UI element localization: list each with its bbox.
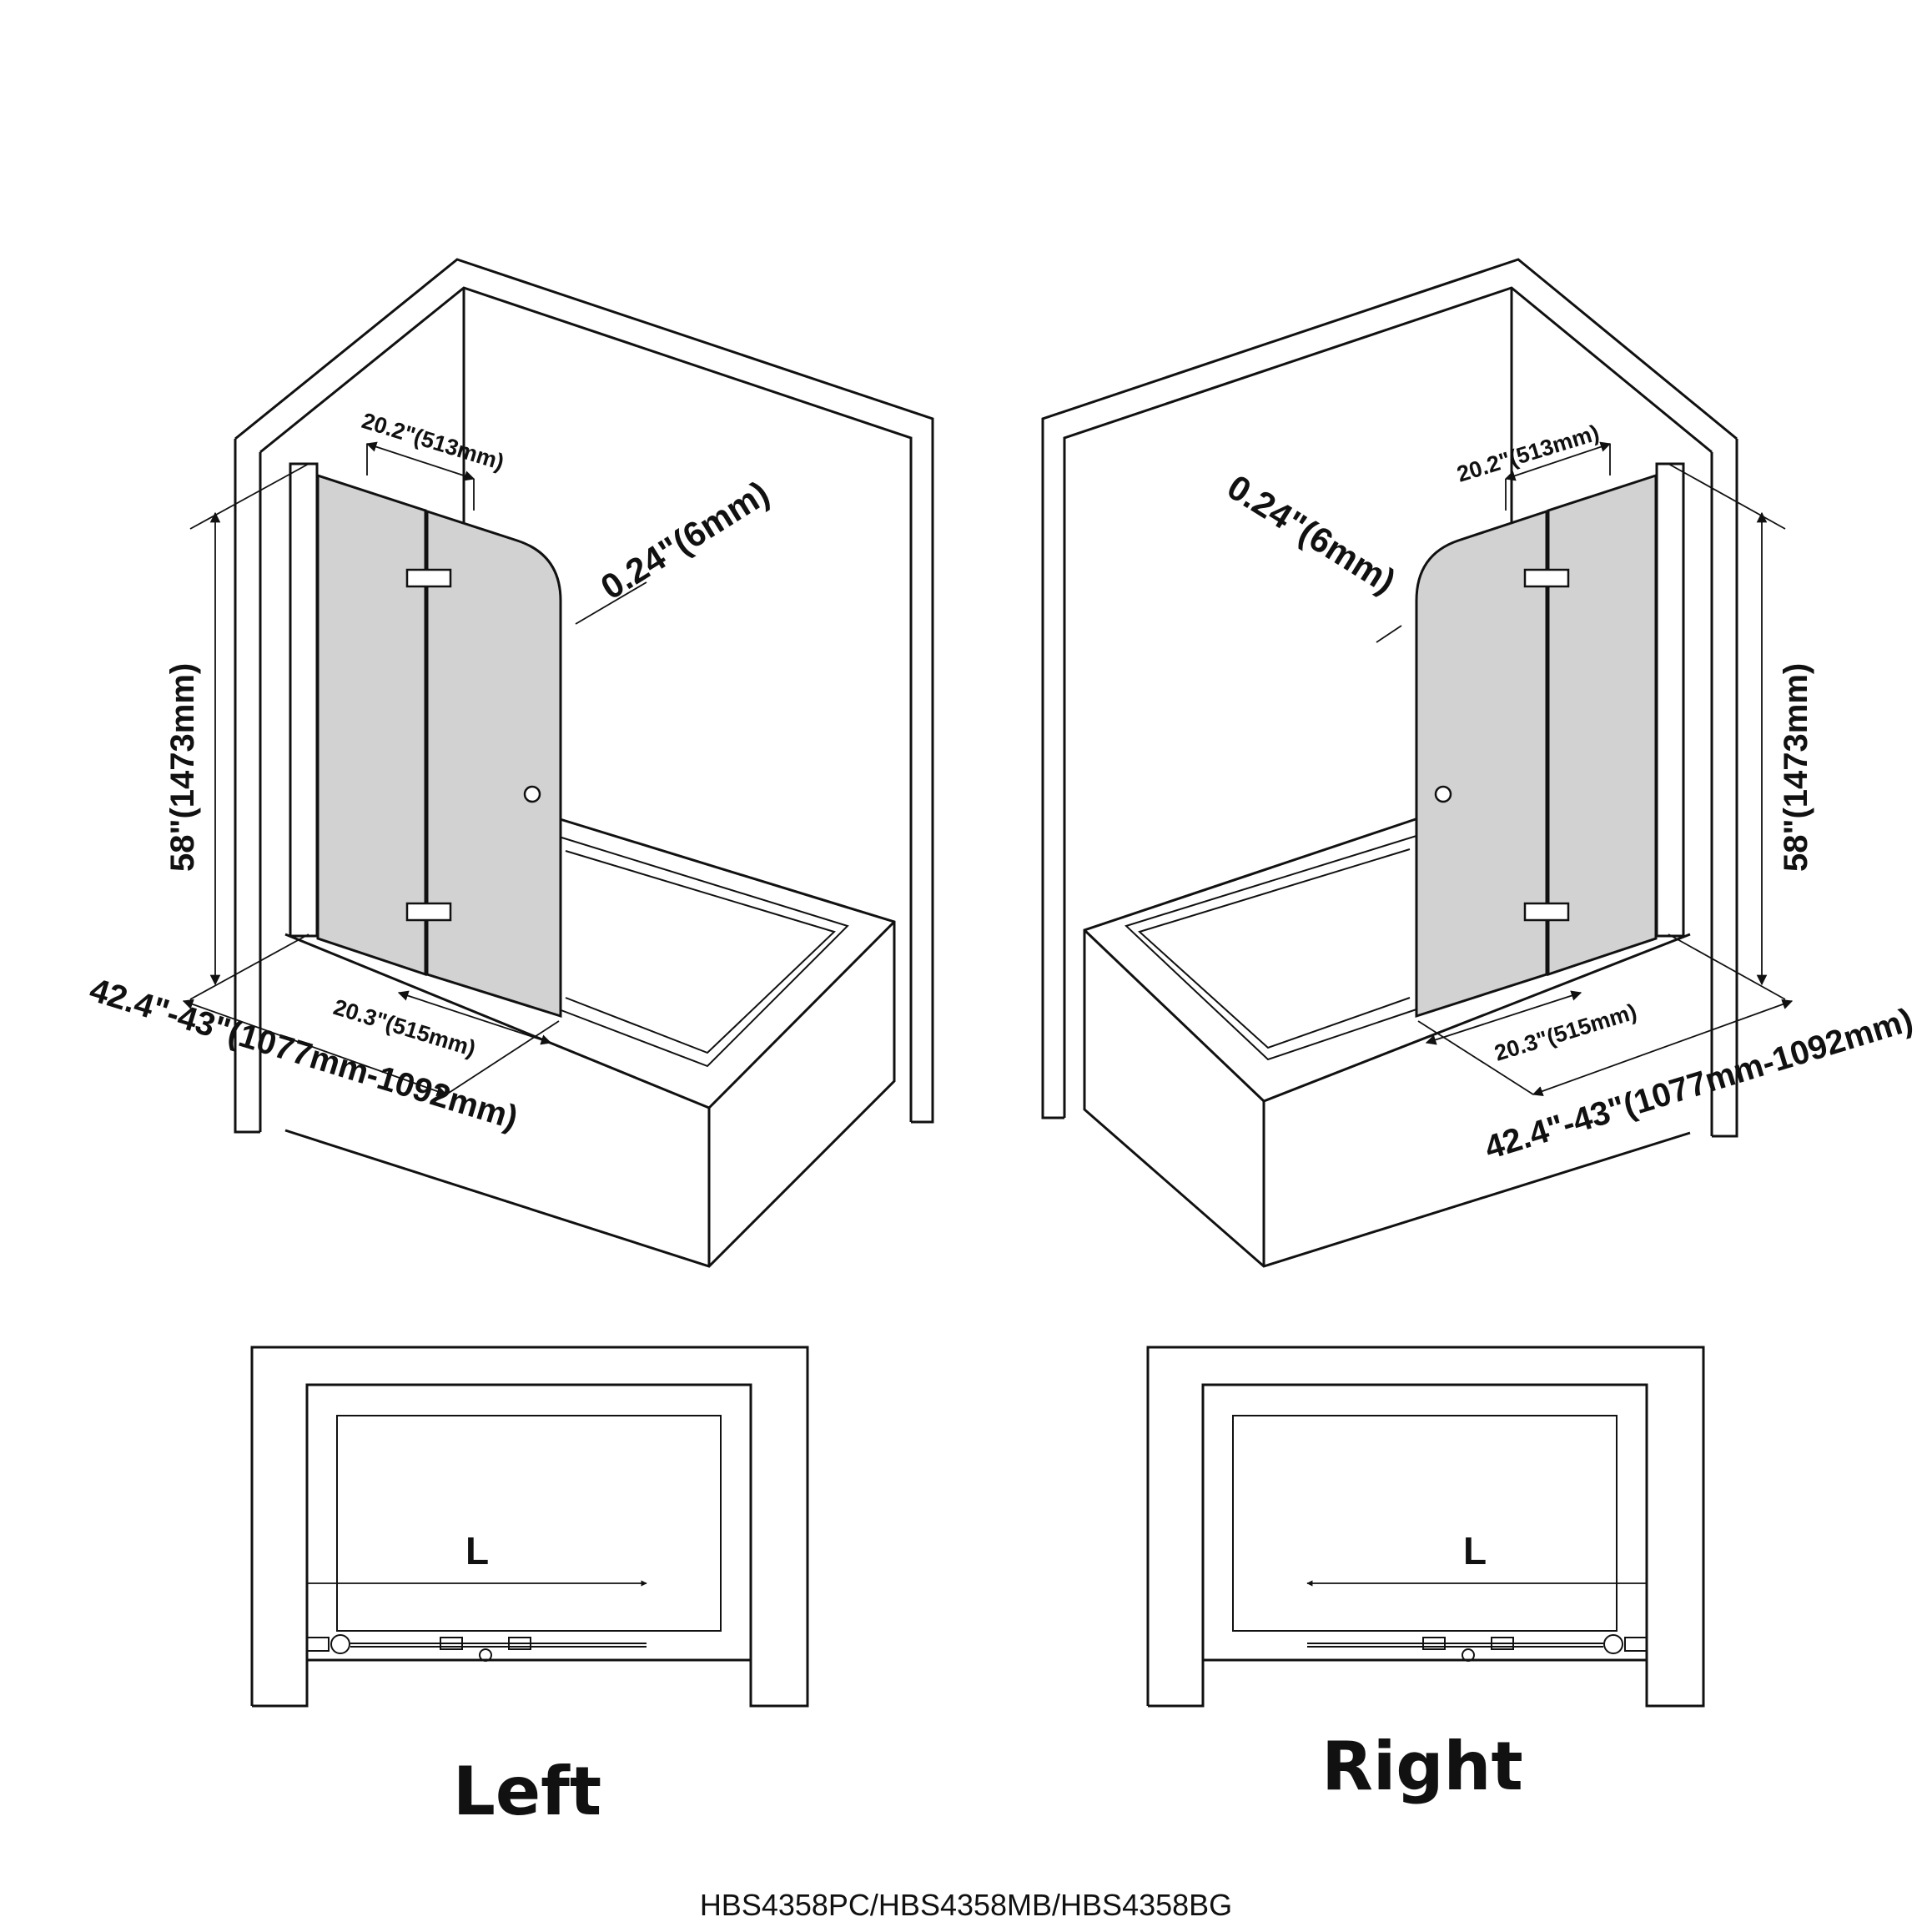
- left-wall-profile: [289, 462, 319, 938]
- right-iso-view: 20.2"(513mm) 0.24"(6mm) 58"(1473mm) 20.3…: [1041, 258, 1917, 1268]
- right-dimension-lines: [1376, 441, 1794, 1097]
- left-fixed-panel: [316, 473, 427, 977]
- left-caption: Left: [453, 1753, 601, 1830]
- right-knob: [1434, 785, 1452, 803]
- right-plan-screen-rail: [1307, 1634, 1648, 1662]
- model-codes: HBS4358PC/HBS4358MB/HBS4358BG: [700, 1888, 1232, 1922]
- left-plan-tub-outline: [336, 1415, 722, 1632]
- left-iso-view: 20.2"(513mm) 0.24"(6mm) 58"(1473mm) 20.3…: [85, 258, 934, 1268]
- left-height-label: 58"(1473mm): [164, 663, 201, 872]
- left-shower-screen: [289, 462, 562, 1019]
- left-hinge-top: [405, 568, 452, 588]
- left-dimension-lines: [182, 441, 647, 1097]
- right-plan-tub-outline: [1232, 1415, 1618, 1632]
- right-plan-l-label: L: [1463, 1529, 1487, 1572]
- right-caption: Right: [1321, 1728, 1522, 1805]
- right-plan-view: L Right: [1146, 1346, 1705, 1805]
- right-hinge-top: [1523, 568, 1570, 588]
- right-hinge-bottom: [1523, 902, 1570, 922]
- left-knob: [523, 785, 541, 803]
- right-fixed-panel: [1547, 473, 1658, 977]
- left-plan-screen-rail: [306, 1634, 647, 1662]
- left-plan-view: L Left: [250, 1346, 809, 1830]
- right-bathtub: [1083, 817, 1691, 1268]
- right-folding-panel: [1415, 509, 1548, 1019]
- right-shower-screen: [1415, 462, 1685, 1019]
- left-hinge-bottom: [405, 902, 452, 922]
- left-back-wall: [234, 258, 934, 1134]
- left-thickness-label: 0.24"(6mm): [594, 473, 776, 607]
- right-wall-profile: [1655, 462, 1685, 938]
- left-folding-panel: [425, 509, 562, 1019]
- left-plan-l-label: L: [465, 1529, 489, 1572]
- right-height-label: 58"(1473mm): [1778, 663, 1814, 872]
- right-thickness-label: 0.24"(6mm): [1220, 467, 1402, 601]
- right-width-bottom-label: 20.3"(515mm): [1492, 999, 1639, 1065]
